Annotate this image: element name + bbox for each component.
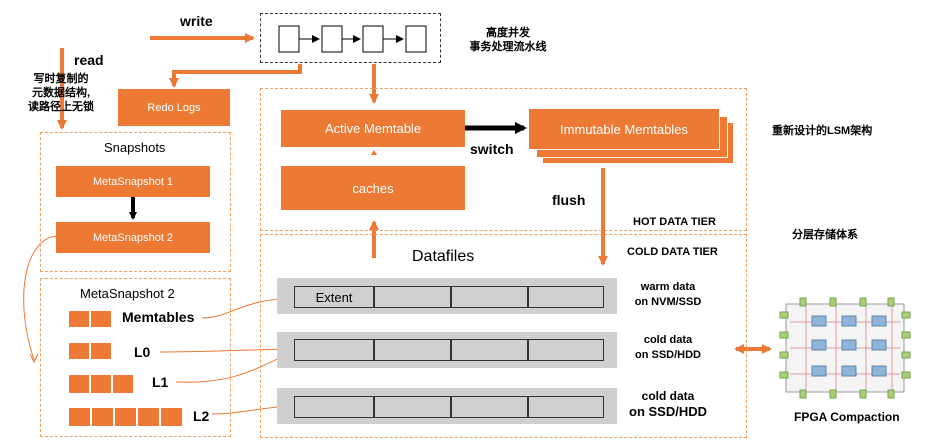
read-label: read xyxy=(74,52,104,68)
cow-note-line2: 元数据结构, xyxy=(31,87,91,99)
switch-label: switch xyxy=(470,141,514,157)
hot-tier-region xyxy=(260,88,747,231)
pipeline-box xyxy=(260,13,441,63)
l0-label: L0 xyxy=(134,344,151,360)
memtables-to-extent-curve xyxy=(201,297,293,319)
write-label: write xyxy=(180,13,213,29)
pipeline-note: 高度并发 事务处理流水线 xyxy=(464,26,552,54)
cow-note-line3: 读路径上无锁 xyxy=(28,101,94,113)
datafile-row-1-note: warm data on NVM/SSD xyxy=(634,281,702,308)
fpga-label: FPGA Compaction xyxy=(794,410,900,424)
meta-snapshot-1-box: MetaSnapshot 1 xyxy=(56,166,210,197)
cow-note-line1: 写时复制的 xyxy=(33,73,89,85)
l1-label: L1 xyxy=(152,374,169,390)
extent-label: Extent xyxy=(315,289,353,305)
active-memtable-box: Active Memtable xyxy=(281,110,465,147)
cold-tier-label: COLD DATA TIER xyxy=(627,246,718,258)
tiered-storage-note: 分层存储体系 xyxy=(792,229,858,241)
caches-box: caches xyxy=(281,166,465,210)
datafile-row-2-note: cold data on SSD/HDD xyxy=(635,334,701,361)
cold-tier-region xyxy=(260,234,747,438)
immutable-memtables-box: Immutable Memtables xyxy=(528,108,720,150)
pipeline-note-line2: 事务处理流水线 xyxy=(469,41,547,53)
cow-note: 写时复制的 元数据结构, 读路径上无锁 xyxy=(24,72,98,114)
meta-snapshot-2-region xyxy=(40,278,231,437)
datafiles-title: Datafiles xyxy=(412,248,475,265)
hot-tier-label: HOT DATA TIER xyxy=(633,216,716,228)
pipeline-note-line1: 高度并发 xyxy=(486,27,530,39)
caches-to-memtable-marker xyxy=(371,150,377,155)
memtables-label: Memtables xyxy=(122,309,195,325)
snapshots-region xyxy=(40,132,231,272)
l2-label: L2 xyxy=(193,408,210,424)
redesigned-lsm-note: 重新设计的LSM架构 xyxy=(772,125,873,137)
snapshots-title: Snapshots xyxy=(104,140,166,155)
extent-cell: Extent xyxy=(294,286,374,308)
flush-label: flush xyxy=(552,192,586,208)
l0-to-cold-curve xyxy=(159,348,293,353)
pipeline-to-redo-arrow xyxy=(169,64,302,88)
snapshot-to-meta2-curve xyxy=(23,235,57,361)
pipeline-stage-4 xyxy=(405,25,427,53)
meta-snapshot-2-box: MetaSnapshot 2 xyxy=(56,222,210,253)
redo-logs-box: Redo Logs xyxy=(118,89,230,126)
datafile-row-3-note: cold data on SSD/HDD xyxy=(629,389,707,419)
meta2-title: MetaSnapshot 2 xyxy=(80,286,175,301)
